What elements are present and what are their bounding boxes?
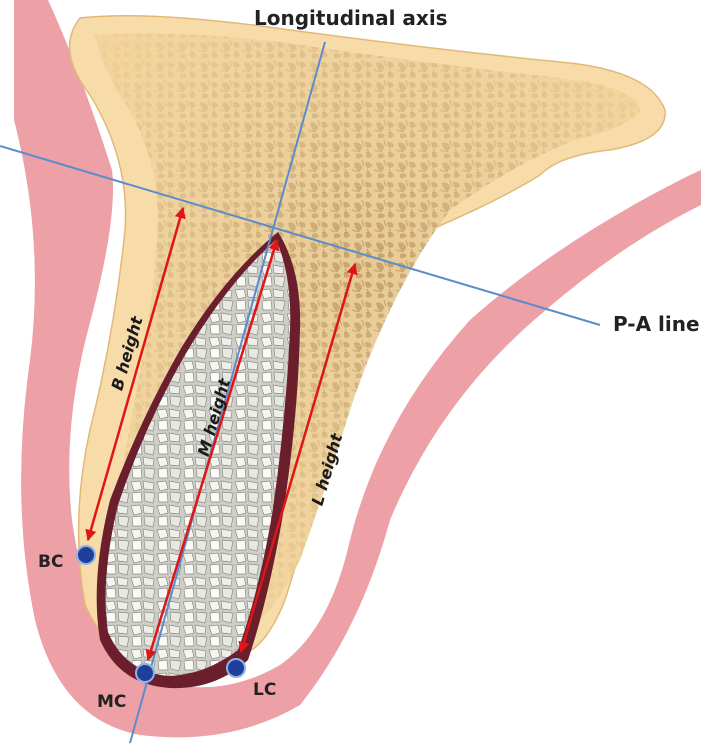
bc-point xyxy=(77,546,95,564)
mc-label: MC xyxy=(97,692,126,712)
mc-point xyxy=(136,664,154,682)
bc-label: BC xyxy=(38,552,63,572)
pa-line-label: P-A line xyxy=(613,312,700,336)
lc-label: LC xyxy=(253,680,276,700)
lc-point xyxy=(227,659,245,677)
longitudinal-axis-label: Longitudinal axis xyxy=(254,6,448,30)
